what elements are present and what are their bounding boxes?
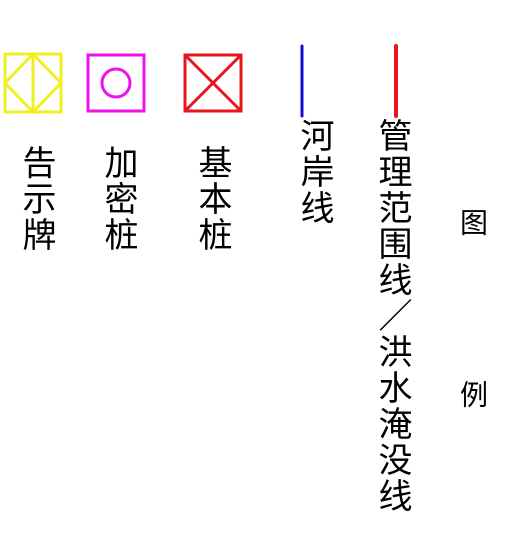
river-bank-line-symbol [300,44,304,118]
densified-pile-label: 加密桩 [98,145,138,253]
notice-sign-label: 告示牌 [16,145,56,253]
basic-pile-icon [183,53,243,113]
river-bank-line-label: 河岸线 [294,118,334,226]
basic-pile-label: 基本桩 [192,145,232,253]
boundary-line-label: 管理范围线／洪水淹没线 [372,118,412,514]
legend-title: 图 例 [456,208,489,466]
notice-sign-icon [2,51,64,115]
boundary-line-symbol [394,44,398,118]
densified-pile-icon [86,53,146,113]
